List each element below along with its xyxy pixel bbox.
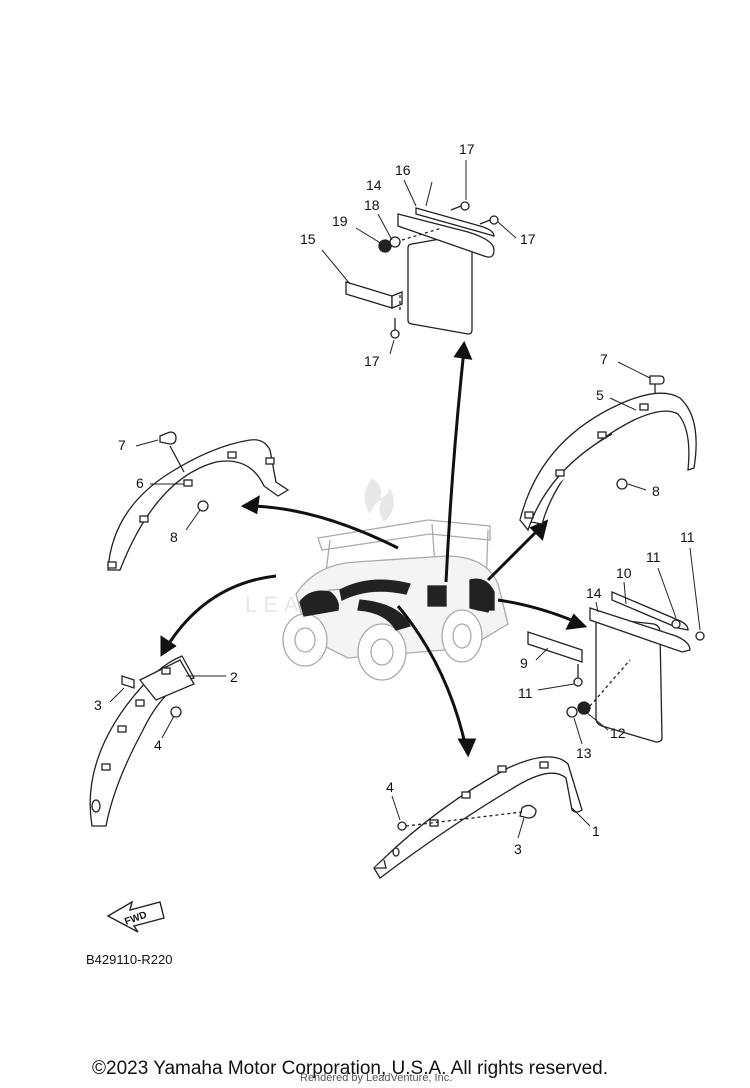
callout-14: 14	[586, 585, 602, 601]
right-front-fender-flare	[373, 756, 583, 879]
callout-17: 17	[520, 231, 536, 247]
front-mud-flap-lower	[527, 591, 705, 743]
fwd-direction-arrow: FWD	[106, 900, 165, 933]
diagram-reference-code: B429110-R220	[86, 952, 173, 967]
vehicle-illustration	[282, 519, 509, 681]
callout-3: 3	[514, 841, 522, 857]
callout-11: 11	[646, 549, 661, 565]
leader-lines-left-upper	[135, 439, 201, 531]
callout-10: 10	[616, 565, 632, 581]
callout-4: 4	[154, 737, 162, 753]
leader-lines-left-lower	[109, 675, 226, 739]
callout-11: 11	[518, 685, 533, 701]
callout-9: 9	[520, 655, 528, 671]
rendered-by-notice: Rendered by LeadVenture, Inc.	[300, 1072, 453, 1084]
callout-8: 8	[170, 529, 178, 545]
copyright-notice: ©2023 Yamaha Motor Corporation, U.S.A. A…	[92, 1058, 608, 1079]
left-rear-fender-flare	[107, 431, 290, 571]
callout-3: 3	[94, 697, 102, 713]
callout-5: 5	[596, 387, 604, 403]
callout-11: 11	[680, 529, 695, 545]
leader-lines-right-lower	[535, 547, 701, 745]
callout-19: 19	[332, 213, 348, 229]
leader-lines-right-lower-fender	[391, 795, 591, 839]
callout-16: 16	[395, 162, 411, 178]
rear-mud-flap-upper	[345, 201, 499, 339]
pointer-arrows	[160, 340, 588, 758]
leader-lines-top	[321, 160, 517, 355]
leader-lines-right-upper	[609, 361, 651, 491]
callout-4: 4	[386, 779, 394, 795]
right-rear-fender-flare	[519, 375, 697, 532]
callout-12: 12	[610, 725, 626, 741]
callout-13: 13	[576, 745, 592, 761]
callout-6: 6	[136, 475, 144, 491]
callout-17: 17	[364, 353, 380, 369]
callout-18: 18	[364, 197, 380, 213]
callout-7: 7	[600, 351, 608, 367]
callout-1: 1	[592, 823, 600, 839]
callout-15: 15	[300, 231, 316, 247]
callout-8: 8	[652, 483, 660, 499]
callout-14: 14	[366, 177, 382, 193]
left-front-fender-flare	[89, 655, 195, 827]
callout-labels: 17 16 14 18 19 17 15 17 7 5 8 7 6 8 11 1…	[94, 141, 695, 857]
callout-2: 2	[230, 669, 238, 685]
callout-17: 17	[459, 141, 475, 157]
callout-7: 7	[118, 437, 126, 453]
